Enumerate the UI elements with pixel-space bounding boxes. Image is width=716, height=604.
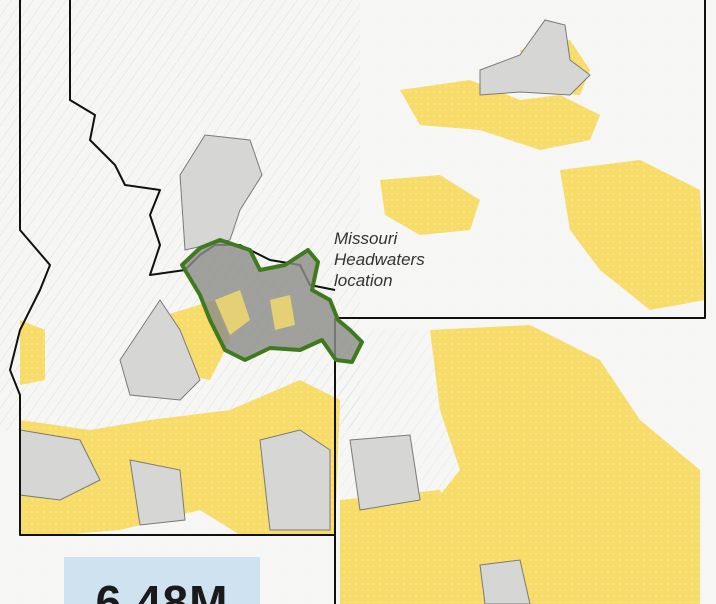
gray-region-south-central xyxy=(129,459,186,526)
gray-region-south-edge xyxy=(479,559,531,604)
annotation-line-3: location xyxy=(334,271,393,290)
gray-region-wyoming xyxy=(349,434,421,511)
gray-region-central-valley xyxy=(179,134,263,251)
headwaters-overlay-patch-east xyxy=(270,295,295,330)
border-idaho-west xyxy=(9,0,335,536)
annotation-line-1: Missouri xyxy=(334,229,398,248)
state-borders xyxy=(9,0,706,604)
headwaters-overlay-patch-west xyxy=(215,290,250,335)
border-montana-wyoming xyxy=(335,0,706,319)
gray-region-southeast-idaho xyxy=(259,429,331,531)
headwaters-annotation: Missouri Headwaters location xyxy=(334,228,484,291)
headwaters-inner-overlay xyxy=(215,290,295,335)
gray-region-northeast xyxy=(479,19,591,96)
annotation-line-2: Headwaters xyxy=(334,250,425,269)
stat-value: 6.48M xyxy=(95,576,229,604)
gray-regions xyxy=(19,19,591,604)
border-idaho-montana xyxy=(69,0,336,291)
gray-region-west xyxy=(119,299,201,401)
stat-card: 6.48M xyxy=(64,557,260,604)
